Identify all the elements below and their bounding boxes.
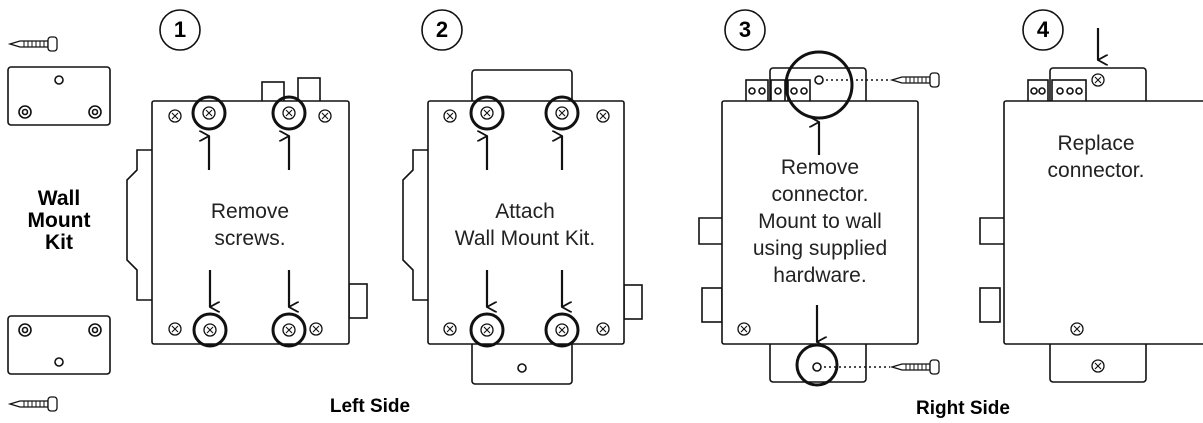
device-body-step-1 <box>151 100 350 345</box>
step-3-caption-line5: hardware. <box>773 264 867 287</box>
step-1-caption: Remove screws. <box>175 198 325 252</box>
right-side-label: Right Side <box>916 398 1010 419</box>
mount-plate-bottom <box>7 315 111 375</box>
step-1-caption-line1: Remove <box>210 200 290 223</box>
kit-title-line1: Wall <box>37 187 81 210</box>
mount-plate-top <box>7 66 111 126</box>
step-4-caption-line1: Replace <box>1057 132 1135 155</box>
step-3-caption-line3: Mount to wall <box>758 210 882 233</box>
device-body-step-2 <box>427 100 625 345</box>
wall-screw-step3-bottom-icon <box>891 359 940 375</box>
kit-title-line2: Mount <box>27 209 91 232</box>
step-3-number: 3 <box>738 17 752 42</box>
step-4-caption-line2: connector. <box>1047 159 1145 182</box>
step-3-circle <box>724 9 766 51</box>
step-2-number: 2 <box>435 17 449 42</box>
step-3-caption: Remove connector. Mount to wall using su… <box>735 154 905 289</box>
wall-screw-top-icon <box>9 36 58 52</box>
step-1-illustration <box>126 9 368 348</box>
step-2-illustration <box>402 9 643 385</box>
step-1-circle <box>159 9 201 51</box>
kit-title-line3: Kit <box>45 231 73 254</box>
wall-mount-kit-parts <box>7 36 111 412</box>
wall-screw-bottom-icon <box>9 396 58 412</box>
step-3-caption-line2: connector. <box>771 183 869 206</box>
step-2-caption-line2: Wall Mount Kit. <box>454 227 596 250</box>
step-4-circle <box>1022 9 1064 51</box>
step-1-number: 1 <box>173 17 187 42</box>
left-side-label: Left Side <box>329 396 411 417</box>
kit-title: Wall Mount Kit <box>8 188 110 254</box>
step-3-caption-line4: using supplied <box>752 237 888 260</box>
step-1-caption-line2: screws. <box>214 227 286 250</box>
step-4-illustration <box>979 9 1203 383</box>
device-body-step-4 <box>1003 100 1203 345</box>
step-4-caption: Replace connector. <box>1026 130 1166 184</box>
step-3-caption-line1: Remove <box>780 156 860 179</box>
wall-screw-step3-top-icon <box>891 72 940 88</box>
step-3-illustration <box>698 9 940 387</box>
step-2-caption: Attach Wall Mount Kit. <box>440 198 610 252</box>
step-2-caption-line1: Attach <box>495 200 555 223</box>
step-4-number: 4 <box>1036 17 1050 42</box>
step-2-circle <box>421 9 463 51</box>
